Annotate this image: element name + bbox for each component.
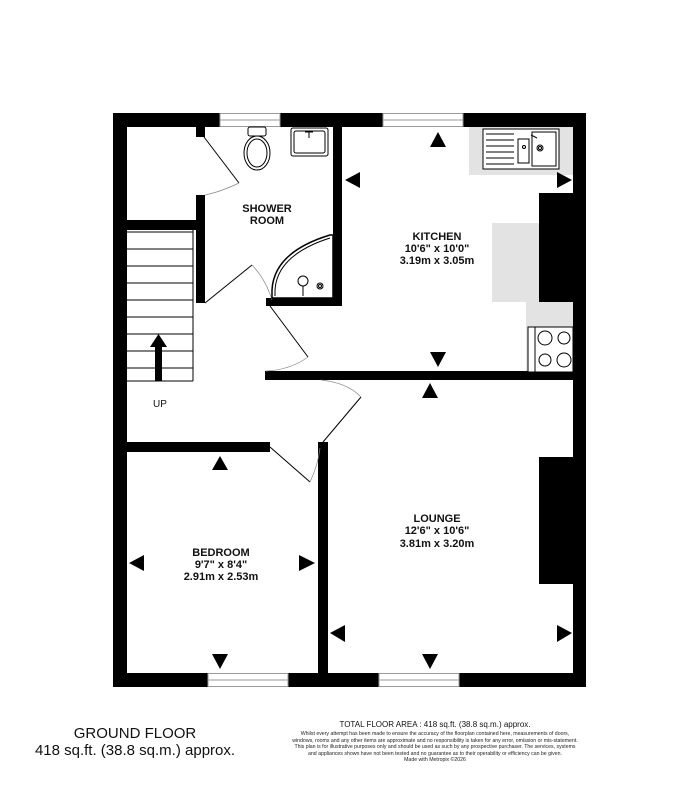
- doors[interactable]: [203, 136, 362, 483]
- arrow-down-icon: [430, 352, 446, 367]
- floor-area: 418 sq.ft. (38.8 sq.m.) approx.: [34, 742, 236, 759]
- room-name-line2: ROOM: [250, 215, 284, 227]
- room-dimensions-imperial: 9'7" x 8'4": [195, 559, 247, 571]
- arrow-up-icon: [422, 383, 438, 398]
- arrow-left-icon: [345, 172, 360, 188]
- room-dimensions-metric: 3.19m x 3.05m: [400, 255, 475, 267]
- total-floor-area: TOTAL FLOOR AREA : 418 sq.ft. (38.8 sq.m…: [339, 720, 531, 729]
- room-kitchen: KITCHEN 10'6" x 10'0" 3.19m x 3.05m: [400, 231, 475, 267]
- floor-caption: GROUND FLOOR 418 sq.ft. (38.8 sq.m.) app…: [0, 725, 270, 759]
- stairs-up-label: UP: [153, 399, 167, 410]
- room-dimensions-imperial: 12'6" x 10'6": [405, 525, 470, 537]
- room-dimensions-metric: 2.91m x 2.53m: [184, 571, 259, 583]
- arrow-right-icon: [557, 625, 572, 642]
- stairs-up-arrow-icon: [150, 334, 167, 381]
- windows: [207, 113, 464, 687]
- room-shower: SHOWER ROOM: [242, 203, 292, 227]
- arrow-left-icon: [129, 555, 144, 571]
- arrow-down-icon: [422, 654, 438, 669]
- room-name: LOUNGE: [413, 513, 460, 525]
- interior-walls: [127, 127, 586, 687]
- shower-tray-icon: [271, 234, 334, 299]
- arrow-left-icon: [330, 625, 345, 642]
- arrow-right-icon: [299, 555, 315, 571]
- stairs: [127, 230, 194, 382]
- cooker-hob-icon: [527, 326, 574, 373]
- room-name: BEDROOM: [192, 547, 249, 559]
- room-dimensions-imperial: 10'6" x 10'0": [405, 243, 470, 255]
- dimension-arrows: [129, 132, 572, 669]
- outer-walls: [113, 113, 586, 687]
- arrow-up-icon: [430, 132, 446, 147]
- arrow-down-icon: [212, 654, 228, 669]
- kitchen-sink-icon: [482, 128, 560, 170]
- wash-basin-icon: [290, 127, 329, 157]
- floor-name: GROUND FLOOR: [73, 725, 197, 742]
- arrow-up-icon: [212, 456, 228, 470]
- room-name: SHOWER: [242, 203, 292, 215]
- disclaimer-text: Whilst every attempt has been made to en…: [292, 731, 578, 757]
- room-name: KITCHEN: [413, 231, 462, 243]
- disclaimer: Whilst every attempt has been made to en…: [290, 731, 580, 764]
- arrow-right-icon: [557, 172, 572, 188]
- room-dimensions-metric: 3.81m x 3.20m: [400, 538, 475, 550]
- room-bedroom: BEDROOM 9'7" x 8'4" 2.91m x 2.53m: [184, 547, 259, 583]
- toilet-icon: [243, 126, 271, 171]
- made-with: Made with Metropix ©2026: [404, 757, 466, 764]
- room-lounge: LOUNGE 12'6" x 10'6" 3.81m x 3.20m: [400, 513, 475, 550]
